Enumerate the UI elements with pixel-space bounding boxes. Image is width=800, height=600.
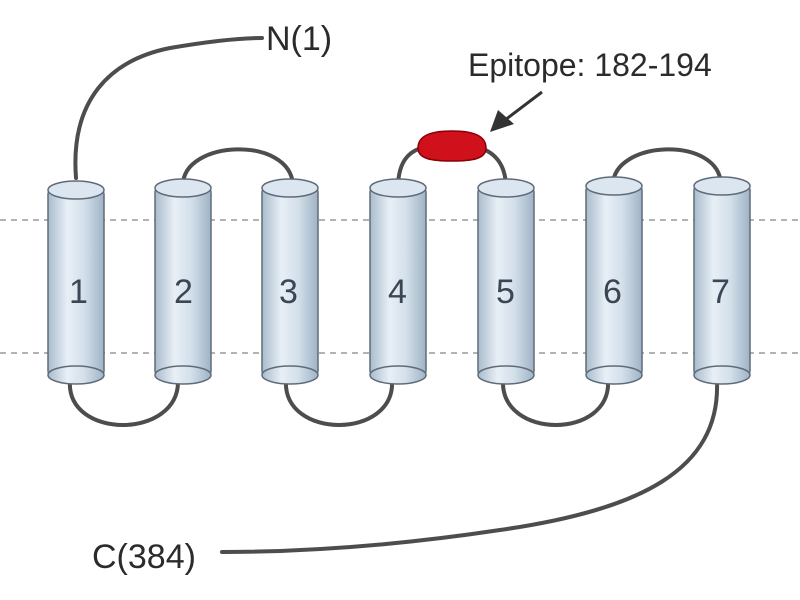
- epitope-arrow: [490, 90, 543, 132]
- helix-1: 1: [47, 180, 105, 385]
- n-terminal-tail: [73, 36, 264, 180]
- helix-5-number: 5: [496, 273, 515, 311]
- helix-7-number: 7: [711, 273, 730, 311]
- helix-3-number: 3: [279, 273, 298, 311]
- helix-6: 6: [585, 176, 643, 385]
- n-terminus-label: N(1): [266, 20, 332, 58]
- epitope-label: Epitope: 182-194: [468, 47, 712, 83]
- intracellular-loop-3: [500, 378, 611, 427]
- helix-4-number: 4: [388, 273, 407, 311]
- helix-5: 5: [477, 178, 535, 385]
- intracellular-loop-1: [67, 378, 181, 427]
- c-terminal-tail: [220, 380, 720, 554]
- epitope-marker: [417, 130, 487, 162]
- helix-7: 7: [693, 176, 751, 385]
- extracellular-loop-3: [611, 147, 723, 187]
- helix-6-number: 6: [603, 273, 622, 311]
- helix-1-number: 1: [69, 273, 88, 311]
- helix-2-number: 2: [174, 273, 193, 311]
- extracellular-loop-1: [181, 147, 295, 187]
- helix-4: 4: [369, 178, 427, 385]
- helix-2: 2: [154, 178, 212, 385]
- c-terminus-label: C(384): [92, 538, 196, 576]
- helix-3: 3: [261, 178, 319, 385]
- intracellular-loop-2: [283, 378, 395, 427]
